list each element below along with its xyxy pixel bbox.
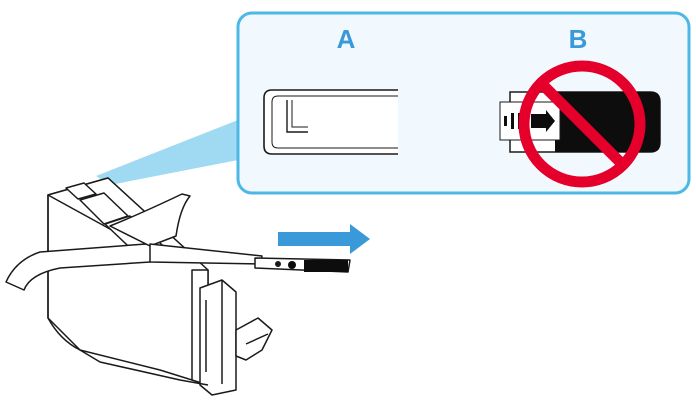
label-a: A: [337, 24, 356, 54]
prohibition-sign-icon: [518, 60, 646, 188]
pull-direction-arrow: [278, 224, 370, 254]
callout-pointer: [96, 120, 238, 185]
protective-tape: [5, 193, 351, 291]
label-b: B: [569, 24, 588, 54]
panel-a-correct-tab: [263, 89, 398, 155]
